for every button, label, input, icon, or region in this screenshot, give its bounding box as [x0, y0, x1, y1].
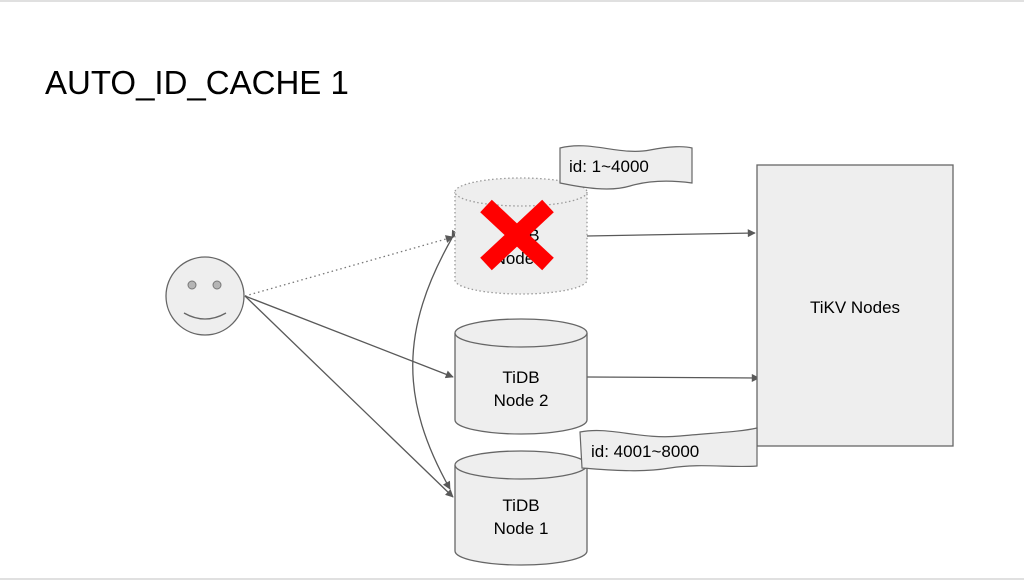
- node1-label-line2: Node 1: [494, 519, 549, 538]
- client-user: [165, 256, 245, 336]
- arrow-client-to-node2: [244, 295, 454, 379]
- tidb-node-2: TiDB Node 2: [454, 318, 588, 435]
- smiley-mouth: [183, 312, 227, 320]
- failover-arrow: [412, 229, 460, 490]
- tidb-node-1: TiDB Node 1: [454, 450, 588, 566]
- red-x-icon: [480, 199, 554, 271]
- cache-flag-node3: id: 1~4000: [559, 145, 693, 190]
- tikv-nodes-label: TiKV Nodes: [810, 298, 900, 317]
- slide-top-border: [0, 0, 1024, 2]
- smiley-face-icon: [165, 256, 245, 336]
- node2-label-line1: TiDB: [502, 368, 539, 387]
- slide-title: AUTO_ID_CACHE 1: [45, 64, 349, 101]
- cache-flag-node3-text: id: 1~4000: [569, 157, 649, 176]
- arrow-client-to-node3: [244, 235, 454, 297]
- arrow-node3-to-tikv: [586, 229, 756, 238]
- arrow-node2-to-tikv: [586, 373, 760, 382]
- cache-flag-node1-text: id: 4001~8000: [591, 442, 699, 461]
- slide-bottom-border: [0, 578, 1024, 580]
- node2-label-line2: Node 2: [494, 391, 549, 410]
- arrow-client-to-node1: [244, 295, 454, 498]
- node1-label-line1: TiDB: [502, 496, 539, 515]
- cache-flag-node1: id: 4001~8000: [579, 427, 758, 472]
- smiley-right-eye: [212, 280, 222, 290]
- tidb-node-3: TiDB Node 3: [454, 177, 588, 295]
- smiley-left-eye: [187, 280, 197, 290]
- tikv-nodes-box: TiKV Nodes: [756, 164, 954, 447]
